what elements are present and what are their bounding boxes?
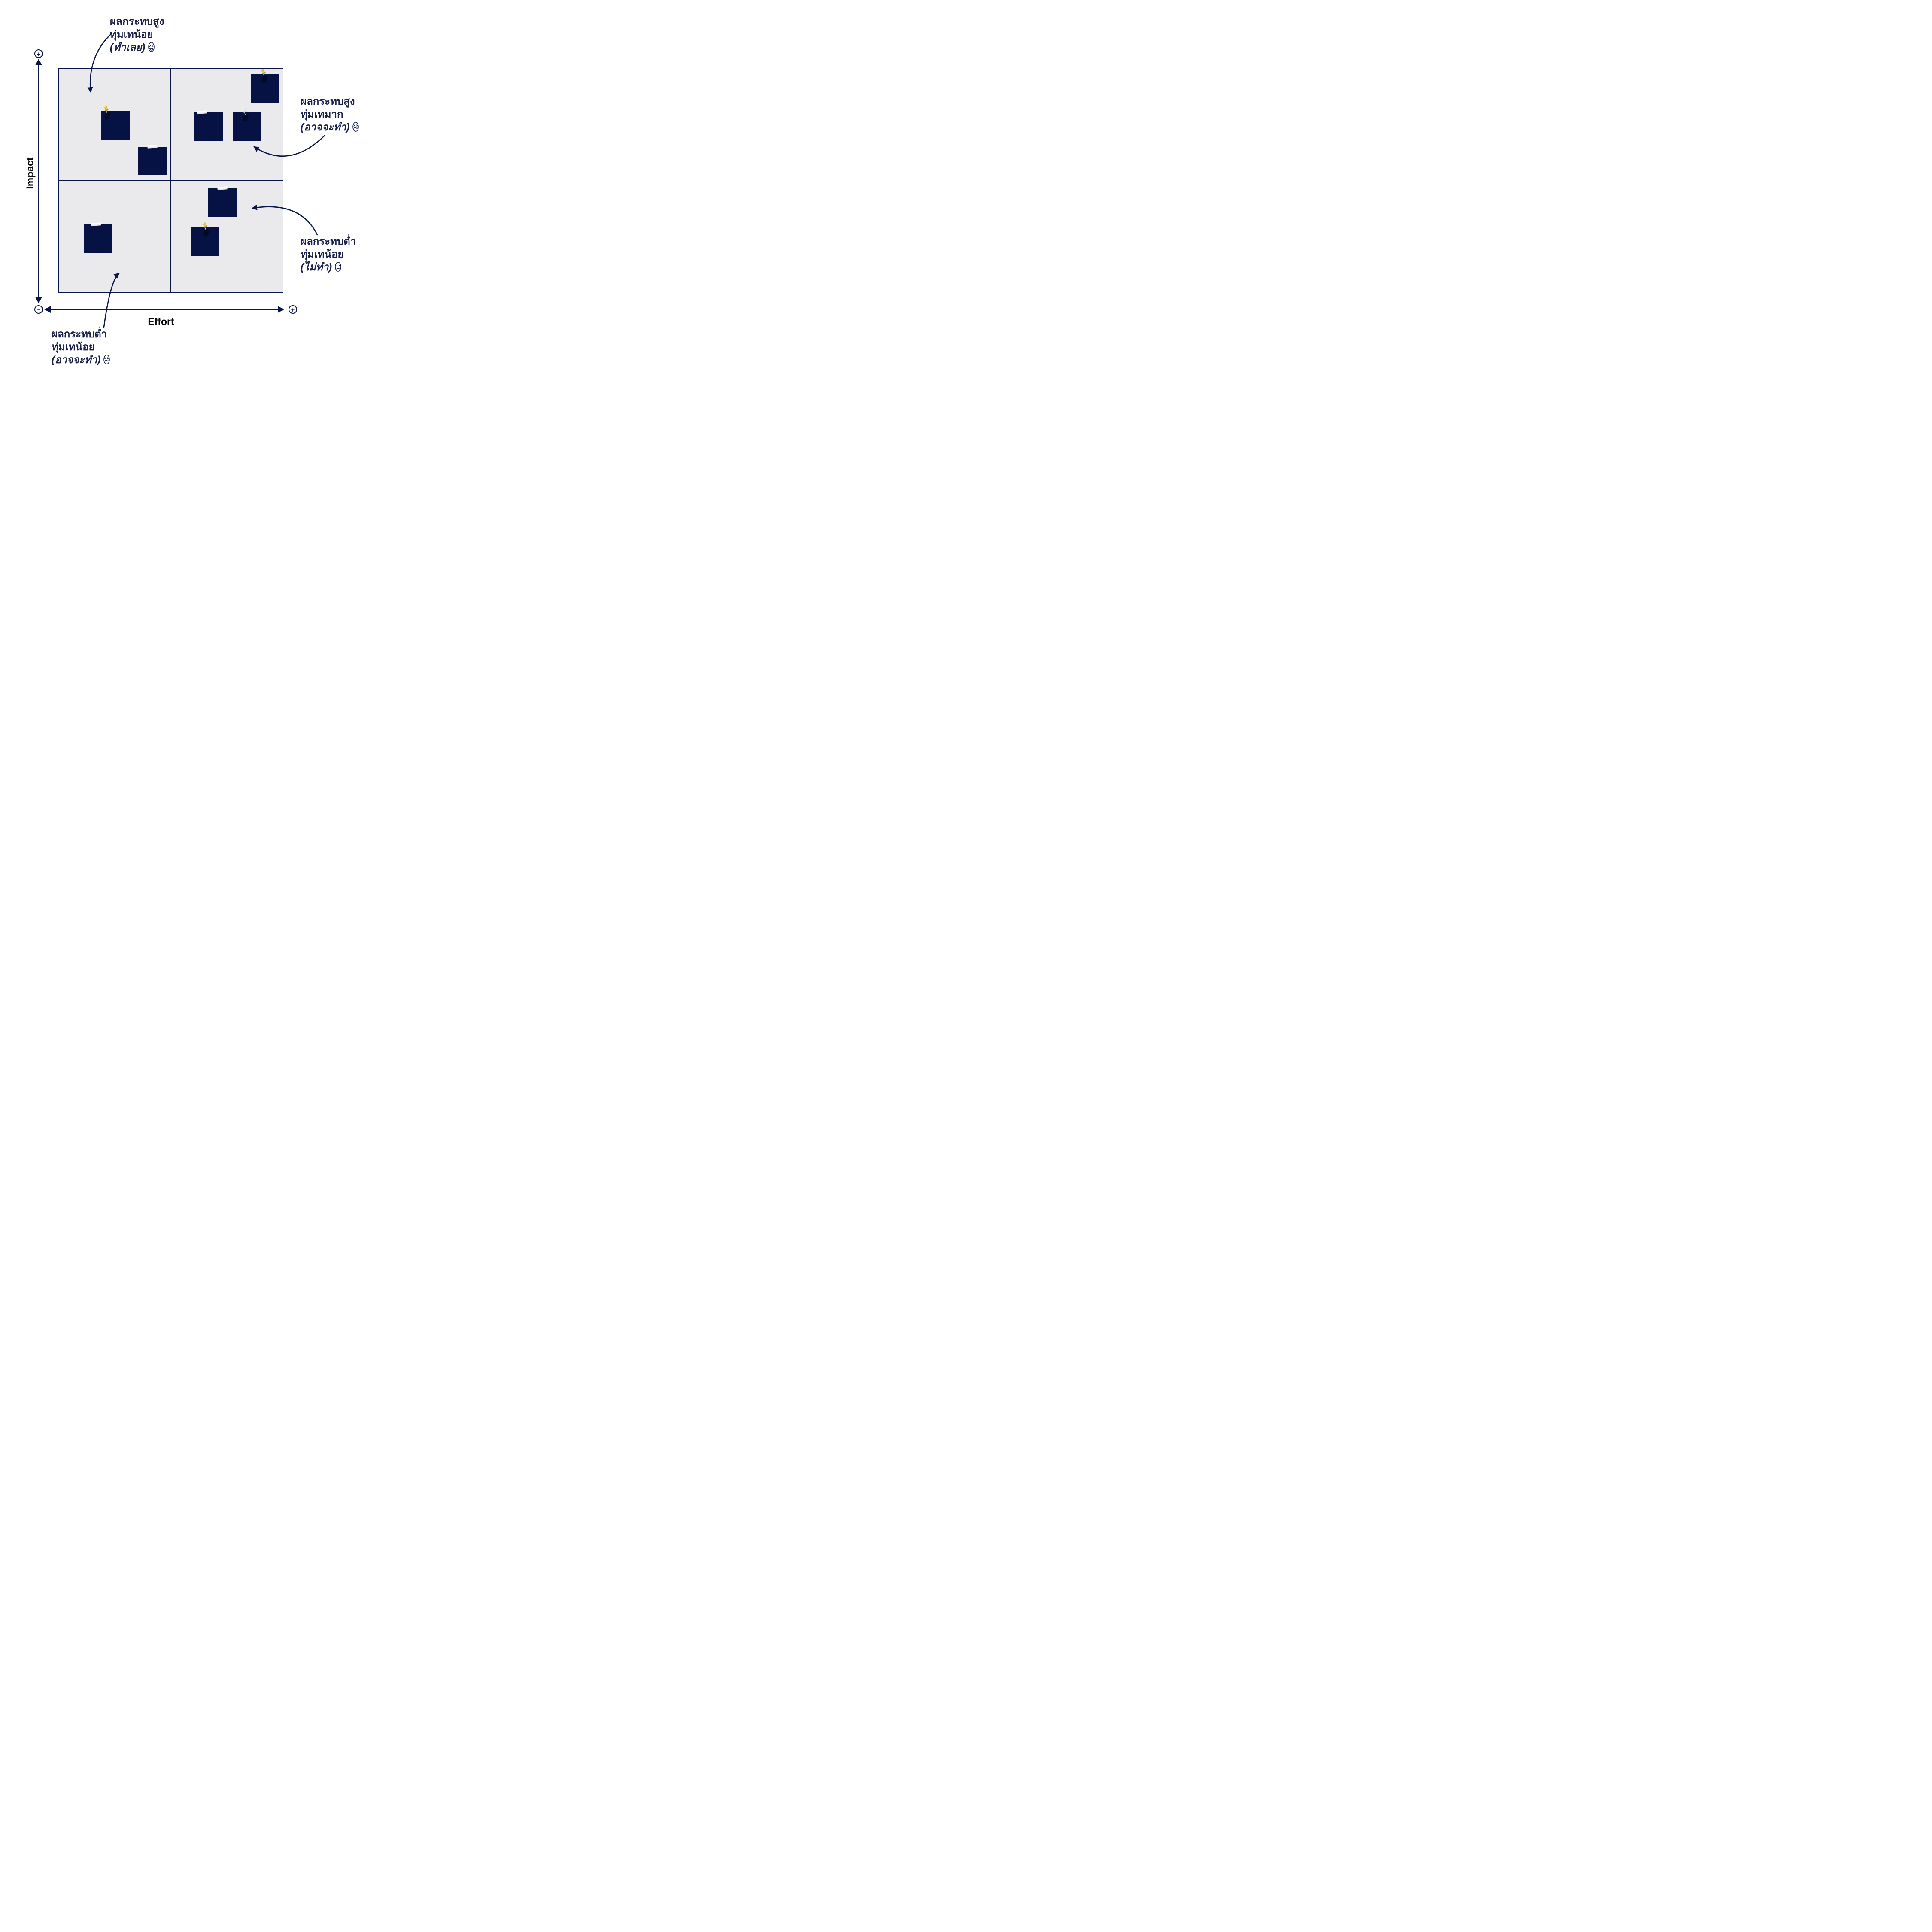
annotation-line: ผลกระทบต่ำ [301, 236, 356, 247]
annotation-line: ผลกระทบต่ำ [52, 328, 107, 340]
sad-face-icon [335, 262, 341, 272]
annotation-dont-do: ผลกระทบต่ำ ทุ่มเทน้อย (ไม่ทำ) [301, 235, 356, 274]
white-pushpin-icon [242, 107, 247, 115]
annotation-line: ทุ่มเทน้อย [52, 341, 95, 353]
tape-icon [197, 110, 207, 114]
sticky-note[interactable] [194, 110, 223, 141]
tape-icon [91, 222, 102, 226]
yellow-pin-icon [260, 68, 266, 76]
impact-axis [35, 59, 42, 303]
annotation-line: (อาจจะทำ) [301, 121, 359, 134]
sticky-note[interactable] [101, 106, 130, 140]
annotation-line: ผลกระทบสูง [301, 96, 355, 107]
yellow-pushpin-icon [103, 106, 109, 113]
annotation-maybe-do-high: ผลกระทบสูง ทุ่มเทมาก (อาจจะทำ) [301, 95, 359, 134]
tape-icon [217, 186, 228, 190]
impact-plus-badge: + [34, 49, 43, 58]
yellow-pushpin-icon [202, 222, 207, 230]
sticky-note[interactable] [191, 222, 219, 256]
laughing-face-icon [148, 42, 155, 52]
annotation-line: ทุ่มเทมาก [301, 109, 343, 120]
sticky-note[interactable] [208, 186, 237, 217]
yellow-pushpin-icon [261, 69, 266, 76]
yellow-pin-icon [103, 105, 109, 113]
effort-axis-label: Effort [148, 316, 174, 327]
origin-minus-badge: − [34, 305, 43, 314]
sticky-note[interactable] [138, 145, 167, 175]
sticky-note[interactable] [84, 222, 112, 253]
effort-plus-badge: + [289, 305, 297, 314]
annotation-do-it: ผลกระทบสูง ทุ่มเทน้อย (ทำเลย) [110, 15, 164, 54]
annotation-line: ทุ่มเทน้อย [301, 249, 344, 260]
annotation-line: (ทำเลย) [110, 41, 164, 54]
annotation-line: ผลกระทบสูง [110, 16, 164, 27]
annotation-line: ทุ่มเทน้อย [110, 29, 153, 40]
dizzy-face-icon [352, 122, 359, 132]
matrix-board [58, 68, 283, 293]
dizzy-face-icon [103, 355, 110, 364]
annotation-maybe-do-low: ผลกระทบต่ำ ทุ่มเทน้อย (อาจจะทำ) [52, 328, 110, 367]
yellow-pin-icon [202, 222, 208, 230]
impact-axis-label: Impact [24, 157, 36, 189]
white-pin-icon [241, 107, 247, 115]
sticky-note[interactable] [251, 69, 279, 103]
annotation-line: (ไม่ทำ) [301, 261, 356, 274]
impact-effort-matrix: + − + Impact Effort ผลกระทบสูง ทุ่มเทน้อ… [0, 0, 386, 386]
sticky-note[interactable] [233, 107, 261, 141]
tape-icon [147, 145, 158, 149]
annotation-line: (อาจจะทำ) [52, 354, 110, 367]
horizontal-divider [59, 180, 283, 181]
effort-axis [44, 306, 284, 313]
